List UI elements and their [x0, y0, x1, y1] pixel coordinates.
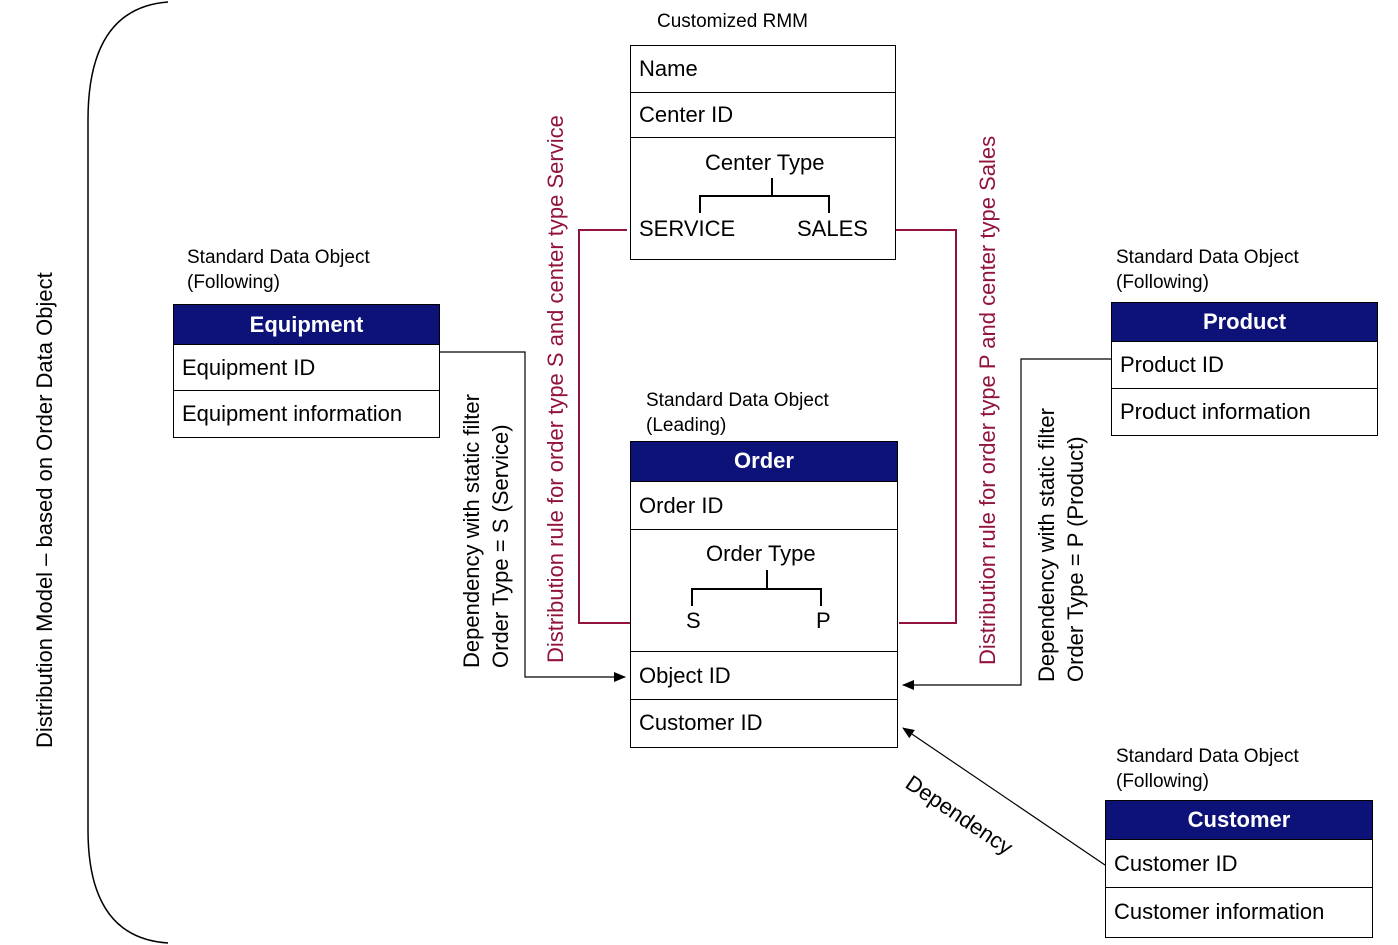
tree-bar — [699, 195, 829, 197]
order-type-tree: Order Type S P — [631, 530, 897, 652]
order-caption-1: Standard Data Object — [646, 390, 829, 411]
customer-box: Customer Customer ID Customer informatio… — [1105, 800, 1373, 938]
order-id: Order ID — [631, 482, 897, 530]
equipment-caption-2: (Following) — [187, 272, 280, 293]
product-title: Product — [1112, 303, 1377, 342]
tree-leg-left — [699, 195, 701, 213]
equipment-information: Equipment information — [182, 400, 403, 426]
dependency-product-label-1: Dependency with static filter — [1034, 408, 1059, 682]
model-bracket — [87, 1, 169, 944]
distribution-line-sales — [896, 229, 957, 624]
product-dependency-arrow — [902, 358, 1111, 690]
equipment-title: Equipment — [174, 305, 439, 345]
rmm-name: Name — [631, 46, 895, 93]
equipment-caption-1: Standard Data Object — [187, 247, 370, 268]
order-title: Order — [631, 442, 897, 482]
tree-leg-right — [828, 195, 830, 213]
distribution-rule-sales-label: Distribution rule for order type P and c… — [975, 135, 1000, 665]
distribution-rule-service-label: Distribution rule for order type S and c… — [543, 115, 568, 663]
order-type-s: S — [686, 608, 701, 633]
product-id: Product ID — [1112, 342, 1377, 389]
order-object-id: Object ID — [631, 652, 897, 700]
customer-caption-1: Standard Data Object — [1116, 746, 1299, 767]
dependency-product-label-2: Order Type = P (Product) — [1063, 436, 1088, 682]
center-type-sales: SALES — [797, 216, 868, 241]
tree-stem — [766, 570, 768, 588]
center-type-label: Center Type — [705, 150, 825, 175]
distribution-line-service — [578, 229, 630, 624]
customer-caption-2: (Following) — [1116, 771, 1209, 792]
equipment-id: Equipment ID — [174, 345, 439, 391]
customer-dependency-arrow — [902, 727, 1106, 866]
rmm-caption: Customized RMM — [657, 11, 808, 32]
order-box: Order Order ID Order Type S P Object ID … — [630, 441, 898, 748]
order-customer-id: Customer ID — [639, 710, 763, 735]
tree-bar — [691, 588, 821, 590]
product-caption-1: Standard Data Object — [1116, 247, 1299, 268]
customer-id: Customer ID — [1106, 840, 1372, 888]
equipment-box: Equipment Equipment ID Equipment informa… — [173, 304, 440, 438]
order-caption-2: (Leading) — [646, 415, 727, 436]
center-type-service: SERVICE — [639, 216, 736, 241]
dependency-service-label-2: Order Type = S (Service) — [488, 424, 513, 668]
product-caption-2: (Following) — [1116, 272, 1209, 293]
side-label: Distribution Model – based on Order Data… — [32, 272, 57, 748]
customer-information: Customer information — [1114, 899, 1325, 924]
rmm-center-id: Center ID — [631, 93, 895, 138]
product-information: Product information — [1120, 398, 1311, 424]
product-box: Product Product ID Product information — [1111, 302, 1378, 436]
tree-stem — [771, 178, 773, 195]
customer-title: Customer — [1106, 801, 1372, 840]
rmm-center-type-tree: Center Type SERVICE SALES — [631, 138, 895, 258]
rmm-box: Name Center ID Center Type SERVICE SALES — [630, 45, 896, 260]
dependency-service-label-1: Dependency with static filter — [459, 394, 484, 668]
order-type-p: P — [816, 608, 831, 633]
equipment-dependency-arrow — [440, 351, 626, 682]
order-type-label: Order Type — [706, 541, 816, 566]
tree-leg-left — [691, 588, 693, 606]
tree-leg-right — [820, 588, 822, 606]
